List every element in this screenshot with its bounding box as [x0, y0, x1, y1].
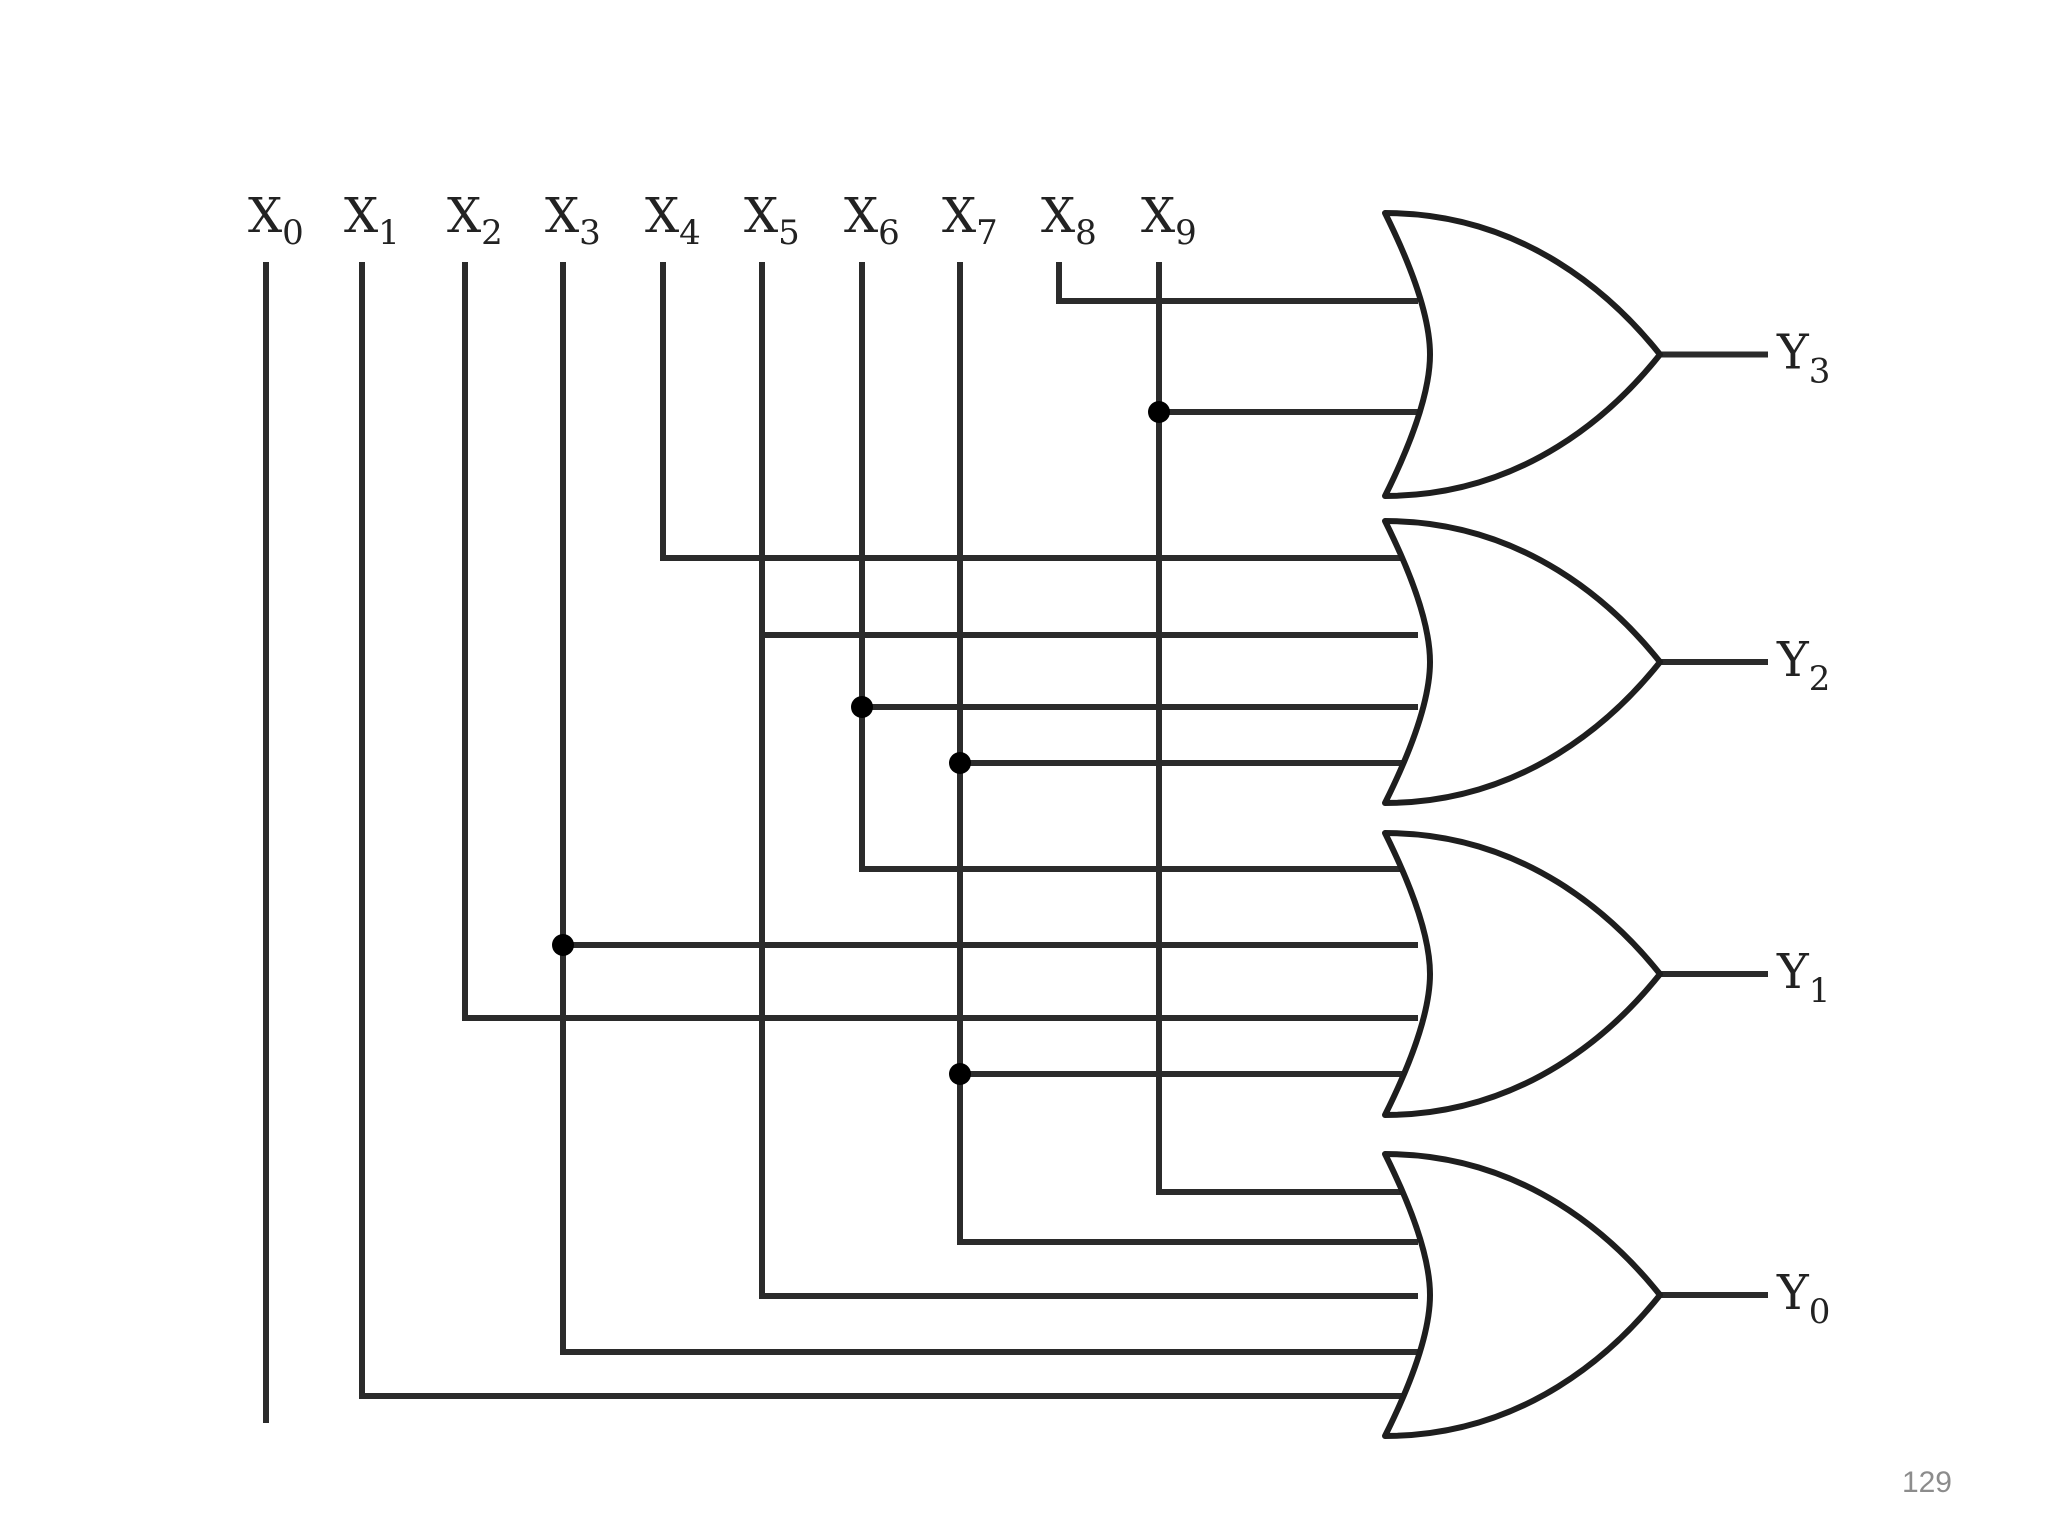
junctions-layer: [552, 401, 1170, 1085]
or-gate-y0: [1382, 1151, 1663, 1439]
input-label-x9: X9: [1141, 188, 1197, 253]
output-label-y2: Y2: [1776, 632, 1830, 699]
junction-dot-x7-y2: [949, 752, 971, 774]
junction-dot-x7-y1: [949, 1063, 971, 1085]
input-label-x8: X8: [1041, 188, 1097, 253]
input-label-x2: X2: [447, 188, 503, 253]
input-label-x6: X6: [844, 188, 900, 253]
output-label-y3: Y3: [1776, 325, 1830, 392]
input-label-x5: X5: [744, 188, 800, 253]
page-number: 129: [1901, 1466, 1952, 1499]
input-label-x0: X0: [248, 188, 304, 253]
output-label-y1: Y1: [1776, 944, 1830, 1011]
input-label-x7: X7: [942, 188, 998, 253]
junction-dot-x9-y3: [1148, 401, 1170, 423]
junction-dot-x3-y1: [552, 934, 574, 956]
or-gate-y1: [1382, 830, 1663, 1118]
input-label-x4: X4: [645, 188, 701, 253]
or-gate-y2: [1382, 518, 1663, 806]
junction-dot-x6-y2: [851, 696, 873, 718]
or-gate-y3: [1382, 210, 1663, 499]
input-label-x3: X3: [545, 188, 601, 253]
gates-layer: [1382, 210, 1663, 1439]
input-label-x1: X1: [344, 188, 400, 253]
wires-layer: [263, 262, 1768, 1423]
output-label-y0: Y0: [1776, 1265, 1830, 1332]
